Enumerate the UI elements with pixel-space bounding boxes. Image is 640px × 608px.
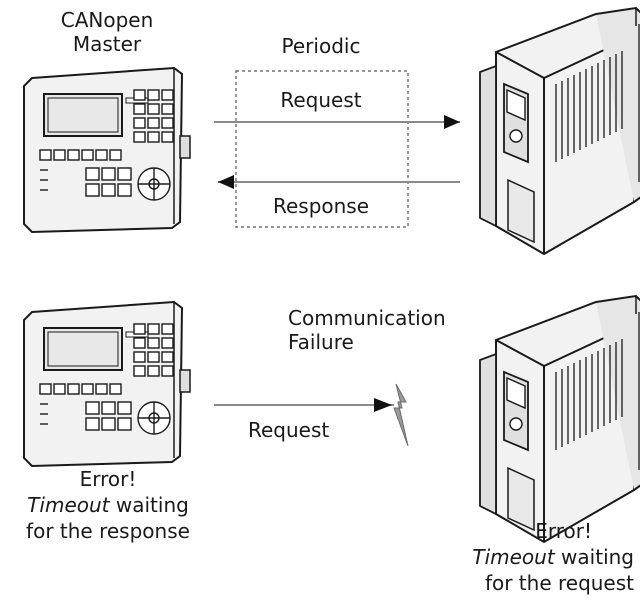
- drive-error-text: Error! Timeout waiting for the request: [472, 519, 634, 595]
- canopen-master-device-bottom: [23, 301, 191, 467]
- master-title: CANopen Master: [60, 8, 154, 56]
- request-arrow-head: [444, 115, 460, 129]
- periodic-box: [235, 70, 409, 228]
- canopen-master-device: [23, 67, 191, 233]
- drive-device: [479, 7, 640, 255]
- lightning-bolt-icon: [393, 383, 409, 447]
- master-error-text: Error! Timeout waiting for the response: [26, 467, 190, 543]
- communication-failure-label: Communication Failure: [288, 306, 446, 354]
- response-label: Response: [272, 194, 370, 218]
- response-arrow-head: [218, 175, 234, 189]
- periodic-label: Periodic: [281, 34, 361, 58]
- request-label-top: Request: [280, 88, 362, 112]
- drive-device-bottom: [479, 295, 640, 543]
- failed-request-arrow-head: [374, 398, 392, 412]
- request-label-bottom: Request: [248, 418, 330, 442]
